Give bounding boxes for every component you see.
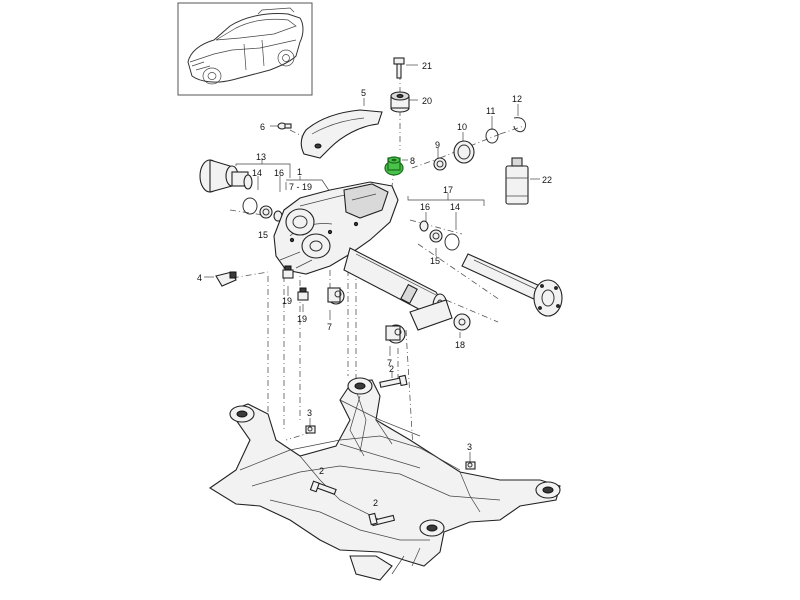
callout-12: 12: [512, 94, 522, 104]
callout-7-b: 7: [387, 358, 392, 368]
o-ring-14a: [242, 197, 258, 215]
screw-6: [277, 122, 292, 130]
seal-15a: [259, 205, 273, 219]
seal-10: [453, 140, 475, 164]
callout-16-left: 16: [274, 168, 284, 178]
plug-19a: [282, 265, 294, 279]
callout-14-left: 14: [252, 168, 262, 178]
callout-20: 20: [422, 96, 432, 106]
callout-19-b: 19: [297, 314, 307, 324]
highlighted-part-8[interactable]: [384, 156, 404, 176]
seal-15b: [429, 229, 443, 243]
flange-13: [199, 159, 253, 193]
bushing-7a: [327, 287, 345, 305]
nut-3b: [465, 461, 476, 470]
differential-housing-1: [273, 181, 399, 275]
callout-15-left: 15: [258, 230, 268, 240]
leader-lines: [204, 64, 540, 516]
callout-8: 8: [410, 156, 415, 166]
callout-2-a: 2: [389, 364, 394, 374]
callout-17: 17: [443, 185, 453, 195]
seal-9: [433, 157, 447, 171]
drive-shaft-17: [461, 253, 563, 317]
callout-4: 4: [197, 273, 202, 283]
callout-1: 1: [297, 167, 302, 177]
callout-labels: 21 20 5 6 11 12 10 9 8 13 14 16 1 7 - 19…: [197, 61, 552, 508]
bolt-2c: [368, 512, 396, 527]
callout-19-a: 19: [282, 296, 292, 306]
callout-7-a: 7: [327, 322, 332, 332]
bolt-2a: [379, 374, 408, 388]
mount-18: [409, 299, 471, 331]
callout-7-19: 7 - 19: [289, 182, 312, 192]
callout-11: 11: [486, 106, 495, 116]
callout-3-a: 3: [307, 408, 312, 418]
bolt-21: [393, 57, 405, 79]
bushing-20: [390, 91, 410, 113]
breather-4: [215, 271, 237, 287]
circlip-11: [485, 128, 499, 144]
vehicle-thumbnail-icon: [177, 2, 313, 96]
callout-18: 18: [455, 340, 465, 350]
callout-3-b: 3: [467, 442, 472, 452]
bushing-7b: [385, 324, 406, 344]
ring-16b: [419, 220, 429, 232]
bracket-5: [300, 109, 383, 159]
callout-5: 5: [361, 88, 366, 98]
nut-3a: [305, 425, 316, 434]
callout-13: 13: [256, 152, 266, 162]
callout-15-right: 15: [430, 256, 440, 266]
callout-14-right: 14: [450, 202, 460, 212]
o-ring-14b: [444, 233, 460, 251]
callout-2-c: 2: [373, 498, 378, 508]
plug-19b: [297, 287, 309, 301]
callout-6: 6: [260, 122, 265, 132]
subframe: [208, 377, 561, 581]
callout-22: 22: [542, 175, 552, 185]
callout-21: 21: [422, 61, 432, 71]
callout-16-right: 16: [420, 202, 430, 212]
callout-2-b: 2: [319, 466, 324, 476]
oil-bottle-22: [505, 157, 529, 205]
bolt-2b: [309, 480, 337, 495]
callout-9: 9: [435, 140, 440, 150]
circlip-12: [513, 117, 527, 133]
callout-10: 10: [457, 122, 467, 132]
